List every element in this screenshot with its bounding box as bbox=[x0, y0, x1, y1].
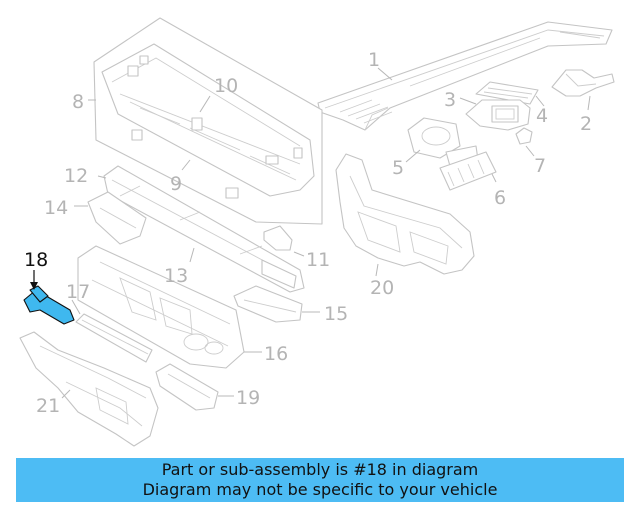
part-7-clip bbox=[515, 127, 533, 145]
callout-17: 17 bbox=[66, 281, 90, 303]
callout-1: 1 bbox=[368, 49, 380, 71]
banner-line-1: Part or sub-assembly is #18 in diagram bbox=[161, 460, 479, 479]
callout-4: 4 bbox=[536, 105, 548, 127]
part-3-vent-bracket bbox=[465, 99, 531, 131]
info-banner: Part or sub-assembly is #18 in diagram D… bbox=[16, 458, 624, 502]
leader-lines bbox=[30, 67, 591, 399]
callout-13: 13 bbox=[164, 265, 188, 287]
callout-6: 6 bbox=[494, 187, 506, 209]
part-8-assembly-box bbox=[93, 17, 323, 225]
part-4-grille bbox=[475, 81, 539, 105]
callout-8: 8 bbox=[72, 91, 84, 113]
callout-7: 7 bbox=[534, 155, 546, 177]
callout-10: 10 bbox=[214, 75, 238, 97]
part-2-bracket bbox=[551, 69, 615, 97]
callout-15: 15 bbox=[324, 303, 348, 325]
part-1-cowl-panel bbox=[317, 21, 613, 131]
banner-line-2: Diagram may not be specific to your vehi… bbox=[142, 480, 498, 499]
part-14-bracket bbox=[87, 191, 147, 245]
part-21-floor-panel bbox=[19, 331, 159, 447]
callout-18: 18 bbox=[24, 249, 48, 271]
part-19-bracket bbox=[155, 363, 219, 411]
part-15-bracket bbox=[233, 285, 303, 323]
callout-16: 16 bbox=[264, 343, 288, 365]
part-6-vent bbox=[439, 151, 497, 191]
callout-21: 21 bbox=[36, 395, 60, 417]
callout-2: 2 bbox=[580, 113, 592, 135]
part-17-strip bbox=[75, 313, 153, 363]
callout-9: 9 bbox=[170, 173, 182, 195]
callout-20: 20 bbox=[370, 277, 394, 299]
callout-3: 3 bbox=[444, 89, 456, 111]
callout-5: 5 bbox=[392, 157, 404, 179]
callout-11: 11 bbox=[306, 249, 330, 271]
part-16-dash-panel bbox=[77, 245, 245, 369]
part-11-bracket bbox=[263, 225, 293, 251]
part-20-side-panel bbox=[335, 153, 475, 275]
callout-19: 19 bbox=[236, 387, 260, 409]
part-18-highlighted[interactable] bbox=[23, 285, 75, 325]
callout-12: 12 bbox=[64, 165, 88, 187]
callout-14: 14 bbox=[44, 197, 68, 219]
